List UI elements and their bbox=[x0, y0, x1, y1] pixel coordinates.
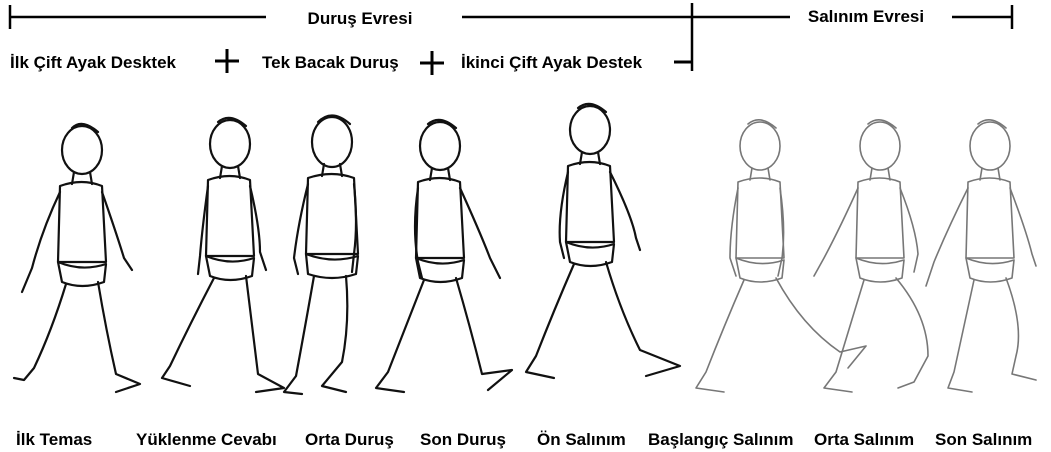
gait-event-label-4: Son Duruş bbox=[420, 430, 506, 449]
gait-event-label-5: Ön Salınım bbox=[537, 430, 626, 449]
walking-figures bbox=[14, 104, 1036, 394]
walking-figure-5 bbox=[526, 104, 680, 378]
gait-event-label-6: Başlangıç Salınım bbox=[648, 430, 794, 449]
walking-figure-2 bbox=[162, 118, 284, 392]
initial-double-support-label: İlk Çift Ayak Desktek bbox=[10, 53, 177, 72]
swing-phase-label: Salınım Evresi bbox=[808, 7, 924, 26]
walking-figure-6 bbox=[696, 120, 866, 392]
single-limb-support-label: Tek Bacak Duruş bbox=[262, 53, 399, 72]
sub-phase-row: İlk Çift Ayak Desktek Tek Bacak Duruş İk… bbox=[10, 49, 692, 75]
gait-event-label-8: Son Salınım bbox=[935, 430, 1032, 449]
walking-figure-7 bbox=[814, 120, 928, 392]
gait-event-label-7: Orta Salınım bbox=[814, 430, 914, 449]
gait-event-label-3: Orta Duruş bbox=[305, 430, 394, 449]
plus-separator-1 bbox=[215, 49, 239, 73]
walking-figure-8 bbox=[926, 120, 1036, 392]
walking-figure-4 bbox=[376, 120, 512, 392]
stance-phase-label: Duruş Evresi bbox=[308, 9, 413, 28]
terminal-double-support-label: İkinci Çift Ayak Destek bbox=[461, 53, 643, 72]
gait-event-labels: İlk Temas Yüklenme Cevabı Orta Duruş Son… bbox=[16, 430, 1032, 449]
plus-separator-2 bbox=[420, 51, 444, 75]
gait-event-label-1: İlk Temas bbox=[16, 430, 92, 449]
walking-figure-1 bbox=[14, 124, 140, 392]
walking-figure-3 bbox=[284, 115, 358, 394]
gait-event-label-2: Yüklenme Cevabı bbox=[136, 430, 277, 449]
